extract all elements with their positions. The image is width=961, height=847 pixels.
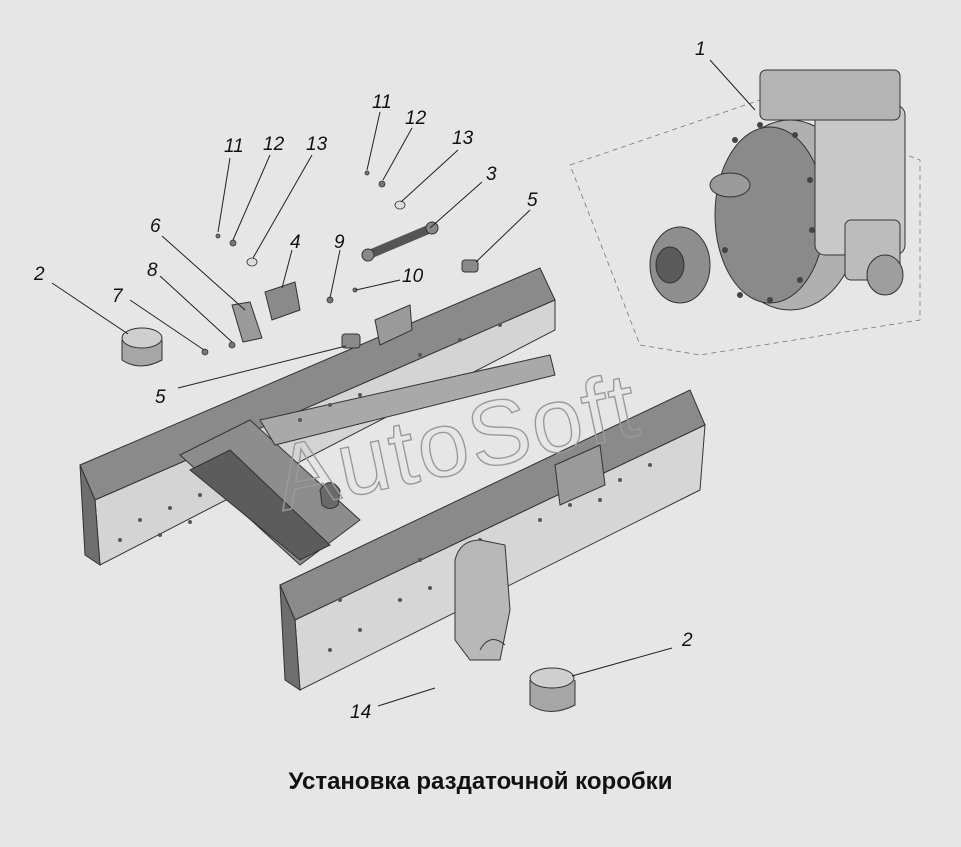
upper-bracket (374, 304, 413, 346)
callout-9: 9 (334, 232, 345, 253)
inner-rail (259, 354, 556, 446)
callout-2-right: 2 (681, 630, 693, 651)
callout-3: 3 (486, 164, 497, 185)
frame-bracket (454, 539, 511, 661)
washer-13b (394, 200, 406, 210)
transfer-case (569, 69, 921, 356)
callout-11-left: 11 (224, 136, 244, 157)
callout-14: 14 (350, 702, 371, 723)
callout-2-left: 2 (33, 264, 45, 285)
callout-labels: 1 2 2 3 4 5 5 6 7 8 9 10 11 12 13 11 12 … (33, 39, 706, 723)
input-shaft (709, 172, 751, 198)
callout-1: 1 (695, 39, 706, 60)
callout-13-left: 13 (306, 134, 328, 155)
bolt-8 (228, 341, 236, 349)
cross-member-web (189, 449, 331, 561)
mounting-plate (264, 281, 301, 321)
frame-cutout (319, 482, 341, 509)
callout-4: 4 (290, 232, 301, 253)
bolt-11a (215, 233, 221, 239)
callout-5-lower: 5 (155, 387, 166, 408)
callout-11-right: 11 (372, 92, 392, 113)
right-bracket (554, 444, 606, 506)
callout-10: 10 (402, 266, 424, 287)
leader-lines (51, 59, 756, 707)
callout-7: 7 (112, 286, 124, 307)
nut-12b (378, 180, 386, 188)
callout-12-right: 12 (405, 108, 427, 129)
strap (231, 301, 263, 343)
link-rod (361, 221, 439, 262)
figure-caption: Установка раздаточной коробки (288, 768, 673, 795)
washer-7 (201, 348, 209, 356)
side-output (866, 254, 904, 296)
lower-side-rail-flange (279, 584, 301, 691)
upper-side-rail-flange (79, 464, 101, 566)
bushing-right (529, 667, 576, 712)
housing-bolts (722, 122, 815, 303)
callout-5-upper: 5 (527, 190, 538, 211)
transfer-case-top-unit (759, 69, 901, 121)
output-flange-hub (655, 246, 685, 284)
chassis-frame (79, 267, 706, 691)
washer-13a (246, 257, 258, 267)
bolt-11b (364, 170, 370, 176)
bushing-left (121, 327, 163, 367)
frame-bracket-cutout (479, 639, 506, 651)
callout-12-left: 12 (263, 134, 285, 155)
transfer-case-flange (714, 126, 826, 304)
small-hardware (201, 170, 406, 356)
nut-12a (229, 239, 237, 247)
callout-8: 8 (147, 260, 158, 281)
callout-6: 6 (150, 216, 161, 237)
pin-lower (341, 333, 361, 349)
rivet-holes (118, 323, 652, 652)
callout-13-right: 13 (452, 128, 474, 149)
pin-upper (461, 259, 479, 273)
